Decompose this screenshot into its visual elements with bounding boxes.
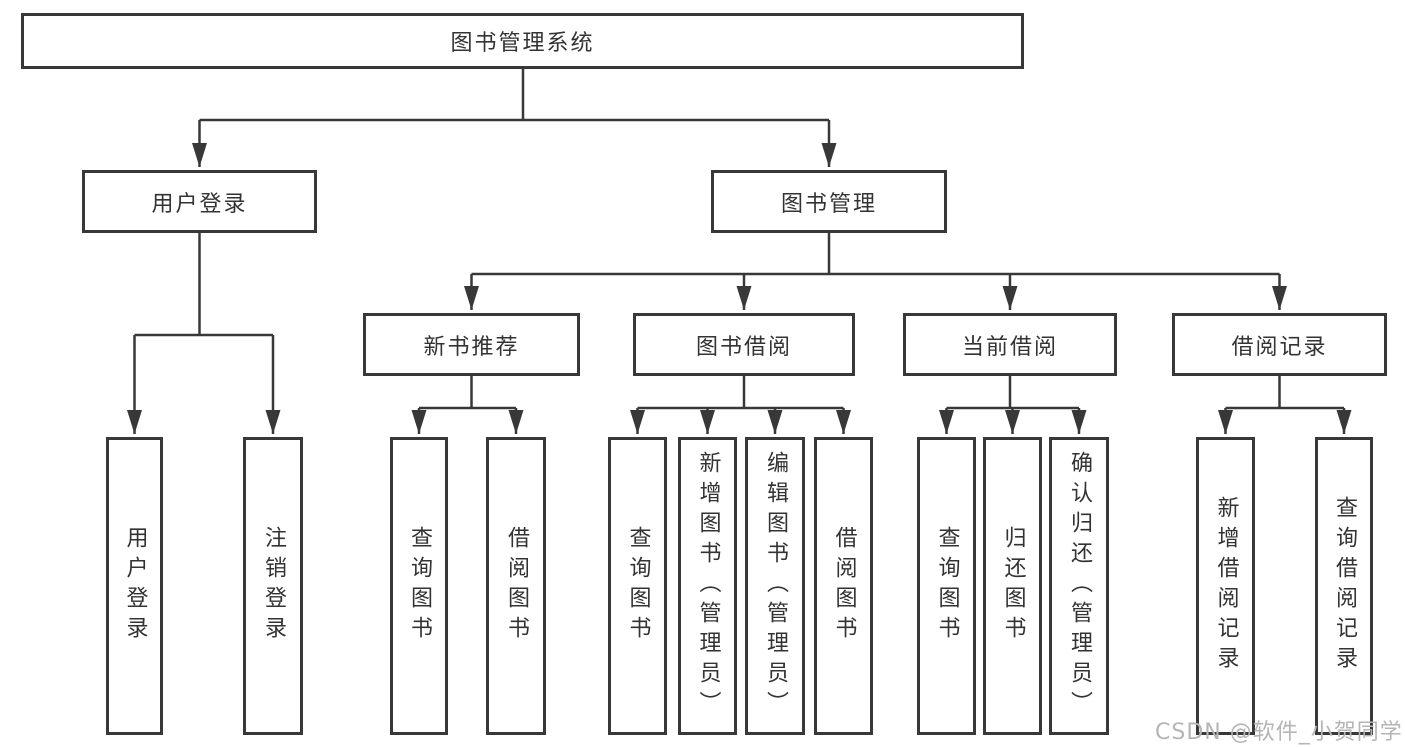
leaf-query-books-current: 查询图书	[917, 437, 976, 735]
node-label: 确认归还（管理员）	[1067, 451, 1092, 721]
csdn-watermark: CSDN @软件_小贺同学	[1155, 720, 1403, 745]
leaf-query-books-recommend: 查询图书	[390, 437, 448, 735]
node-label: 图书借阅	[695, 334, 792, 360]
leaf-return-books: 归还图书	[983, 437, 1042, 735]
node-current-borrowing: 当前借阅	[903, 313, 1117, 376]
node-label: 注销登录	[261, 526, 286, 646]
node-label: 用户登录	[122, 526, 148, 646]
leaf-borrow-books-borrowing: 借阅图书	[814, 437, 873, 735]
leaf-borrow-books-recommend: 借阅图书	[486, 437, 546, 735]
node-book-management: 图书管理	[711, 170, 947, 233]
node-label: 新增借阅记录	[1213, 496, 1239, 676]
leaf-logout: 注销登录	[243, 437, 303, 735]
node-label: 新增图书（管理员）	[695, 451, 721, 721]
node-label: 图书管理系统	[450, 31, 595, 56]
node-label: 用户登录	[151, 191, 248, 217]
node-label: 新书推荐	[423, 334, 520, 360]
node-user-login: 用户登录	[82, 170, 317, 233]
node-book-borrowing: 图书借阅	[633, 313, 855, 376]
node-label: 借阅图书	[504, 526, 529, 646]
node-label: 编辑图书（管理员）	[763, 451, 788, 721]
node-label: 查询借阅记录	[1332, 496, 1357, 676]
node-label: 图书管理	[780, 191, 877, 217]
node-new-book-recommend: 新书推荐	[363, 313, 580, 376]
leaf-query-borrow-record: 查询借阅记录	[1315, 437, 1373, 735]
leaf-user-login: 用户登录	[106, 437, 163, 735]
leaf-query-books-borrowing: 查询图书	[608, 437, 667, 735]
node-book-management-system: 图书管理系统	[21, 13, 1024, 69]
leaf-confirm-return-admin: 确认归还（管理员）	[1049, 437, 1109, 735]
node-label: 借阅图书	[831, 526, 857, 646]
leaf-add-books-admin: 新增图书（管理员）	[678, 437, 737, 735]
node-label: 查询图书	[934, 526, 960, 646]
node-borrowing-records: 借阅记录	[1172, 313, 1387, 376]
leaf-edit-books-admin: 编辑图书（管理员）	[745, 437, 805, 735]
leaf-add-borrow-record: 新增借阅记录	[1196, 437, 1255, 735]
node-label: 当前借阅	[961, 334, 1058, 360]
node-label: 借阅记录	[1231, 334, 1328, 360]
node-label: 查询图书	[407, 526, 432, 646]
node-label: 查询图书	[625, 526, 651, 646]
node-label: 归还图书	[1000, 526, 1026, 646]
